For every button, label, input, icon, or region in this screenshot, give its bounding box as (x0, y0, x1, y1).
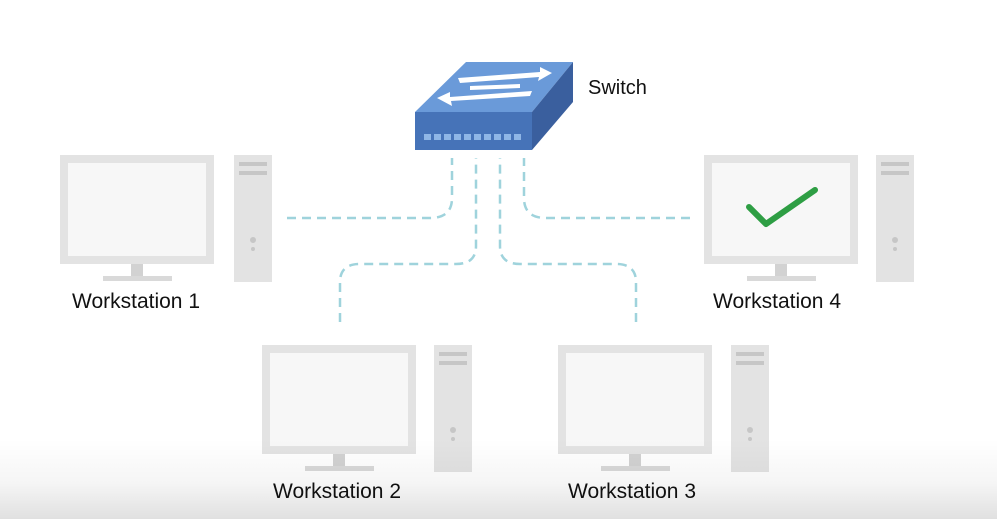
connections (287, 158, 690, 322)
workstation-1-icon (60, 155, 272, 282)
workstation-2-label: Workstation 2 (273, 480, 401, 503)
workstation-1-label: Workstation 1 (72, 290, 200, 313)
network-switch-icon (415, 62, 573, 150)
workstation-3-label: Workstation 3 (568, 480, 696, 503)
workstation-3-icon (558, 345, 769, 472)
switch-label: Switch (588, 77, 647, 99)
connection-line-workstation-3 (498, 158, 638, 322)
checkmark-icon (746, 187, 818, 227)
connection-line-workstation-2 (338, 158, 478, 322)
workstation-4-icon (704, 155, 914, 282)
switch-ports (424, 134, 521, 140)
workstation-2-icon (262, 345, 472, 472)
connection-line-workstation-4 (522, 158, 690, 220)
switch-front-face (415, 112, 532, 150)
connection-line-workstation-1 (287, 158, 454, 220)
switch-side-face (532, 62, 573, 150)
switch-arrows-icon (437, 67, 552, 106)
workstation-4-label: Workstation 4 (713, 290, 841, 313)
